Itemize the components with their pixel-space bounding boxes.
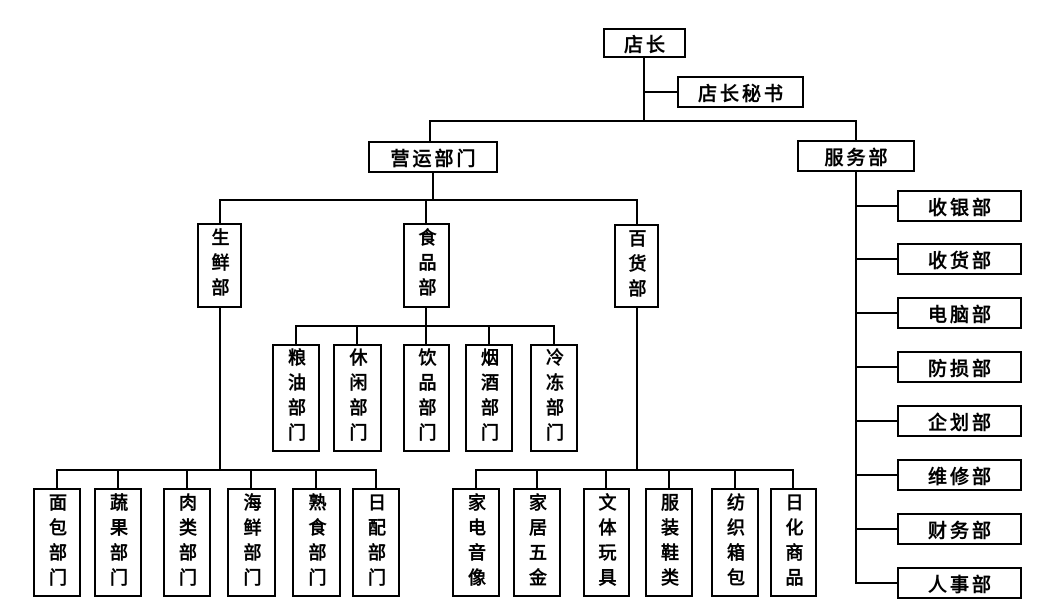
org-node-cashier-dept: 收银部 [897, 190, 1022, 222]
org-node-label: 家电音像 [466, 492, 486, 593]
org-node-apparel-footwear-dept: 服装鞋类 [645, 488, 693, 597]
org-node-label: 生鲜部 [209, 228, 230, 303]
org-node-label: 面包部门 [47, 492, 67, 593]
org-node-label: 服装鞋类 [659, 492, 679, 593]
org-node-label: 海鲜部门 [241, 492, 262, 593]
org-node-textile-bags-dept: 纺织箱包 [711, 488, 759, 597]
org-node-service-dept: 服务部 [797, 140, 915, 172]
org-node-label: 蔬果部门 [108, 492, 128, 593]
org-node-label: 日配部门 [366, 492, 386, 593]
org-node-label: 饮品部门 [416, 348, 437, 448]
org-node-label: 冷冻部门 [544, 348, 564, 448]
org-node-planning-dept: 企划部 [897, 405, 1022, 437]
org-node-loss-prevention-dept: 防损部 [897, 351, 1022, 383]
org-node-meat-dept: 肉类部门 [163, 488, 211, 597]
org-node-receiving-dept: 收货部 [897, 243, 1022, 275]
org-node-daily-chemicals-dept: 日化商品 [770, 488, 817, 597]
org-node-manager-secretary: 店长秘书 [677, 76, 804, 108]
org-node-label: 百货部 [626, 228, 647, 304]
org-node-maintenance-dept: 维修部 [897, 459, 1022, 491]
org-node-beverage-dept: 饮品部门 [403, 344, 450, 452]
org-node-daily-delivery-dept: 日配部门 [352, 488, 400, 597]
org-node-computer-dept: 电脑部 [897, 297, 1022, 329]
org-node-tobacco-liquor-dept: 烟酒部门 [465, 344, 513, 452]
org-node-label: 食品部 [416, 228, 437, 303]
org-node-fresh-dept: 生鲜部 [197, 223, 242, 308]
org-node-label: 休闲部门 [347, 348, 368, 448]
org-node-operations-dept: 营运部门 [368, 141, 498, 173]
org-node-snacks-dept: 休闲部门 [333, 344, 382, 452]
org-node-general-merchandise-dept: 百货部 [614, 224, 659, 308]
org-node-label: 家居五金 [527, 492, 547, 593]
org-node-label: 肉类部门 [177, 492, 197, 593]
org-node-bread-dept: 面包部门 [33, 488, 81, 597]
org-node-label: 烟酒部门 [479, 348, 499, 448]
org-node-hr-dept: 人事部 [897, 567, 1022, 599]
org-node-seafood-dept: 海鲜部门 [227, 488, 276, 597]
org-node-home-hardware-dept: 家居五金 [513, 488, 561, 597]
org-node-label: 熟食部门 [306, 492, 327, 593]
org-node-label: 纺织箱包 [725, 492, 745, 593]
org-node-finance-dept: 财务部 [897, 513, 1022, 545]
org-node-food-dept: 食品部 [403, 223, 450, 308]
org-node-label: 粮油部门 [286, 348, 306, 448]
org-node-frozen-dept: 冷冻部门 [530, 344, 578, 452]
org-node-grain-oil-dept: 粮油部门 [272, 344, 320, 452]
org-node-deli-dept: 熟食部门 [292, 488, 341, 597]
org-node-stationery-toys-dept: 文体玩具 [583, 488, 630, 597]
org-node-label: 日化商品 [783, 492, 804, 593]
org-node-appliances-av-dept: 家电音像 [452, 488, 500, 597]
org-node-label: 文体玩具 [596, 492, 617, 593]
org-node-produce-dept: 蔬果部门 [94, 488, 142, 597]
org-node-store-manager: 店长 [603, 28, 686, 58]
